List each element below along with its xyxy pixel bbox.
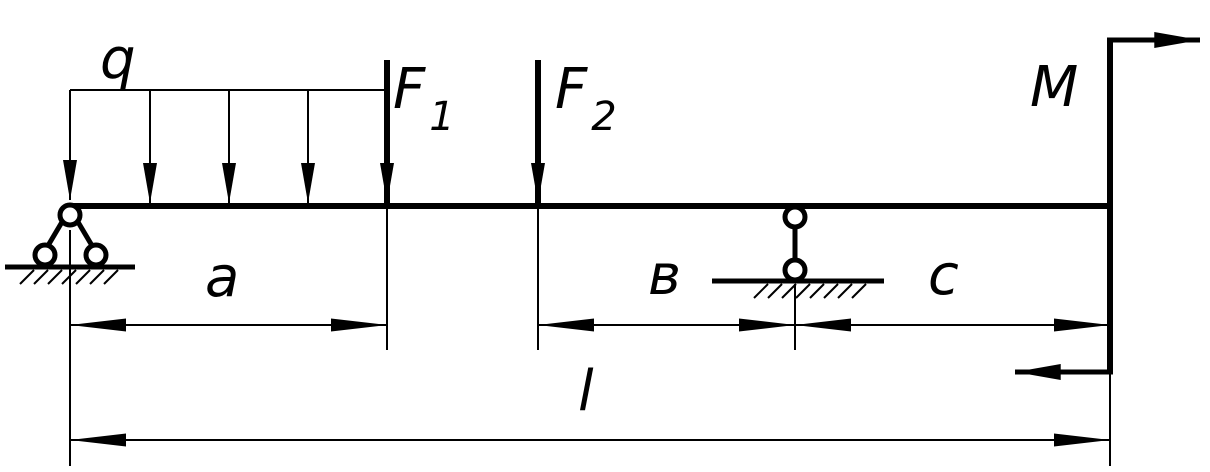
label-m: M <box>1030 55 1078 120</box>
label-l: l <box>578 359 594 424</box>
roller-support <box>712 204 884 299</box>
label-c: c <box>928 243 959 308</box>
distributed-load <box>63 89 387 203</box>
label-b: в <box>648 243 681 308</box>
pinned-support <box>5 202 135 285</box>
moment-couple <box>1015 32 1200 380</box>
label-a: a <box>205 245 239 310</box>
label-q: q <box>100 27 136 92</box>
